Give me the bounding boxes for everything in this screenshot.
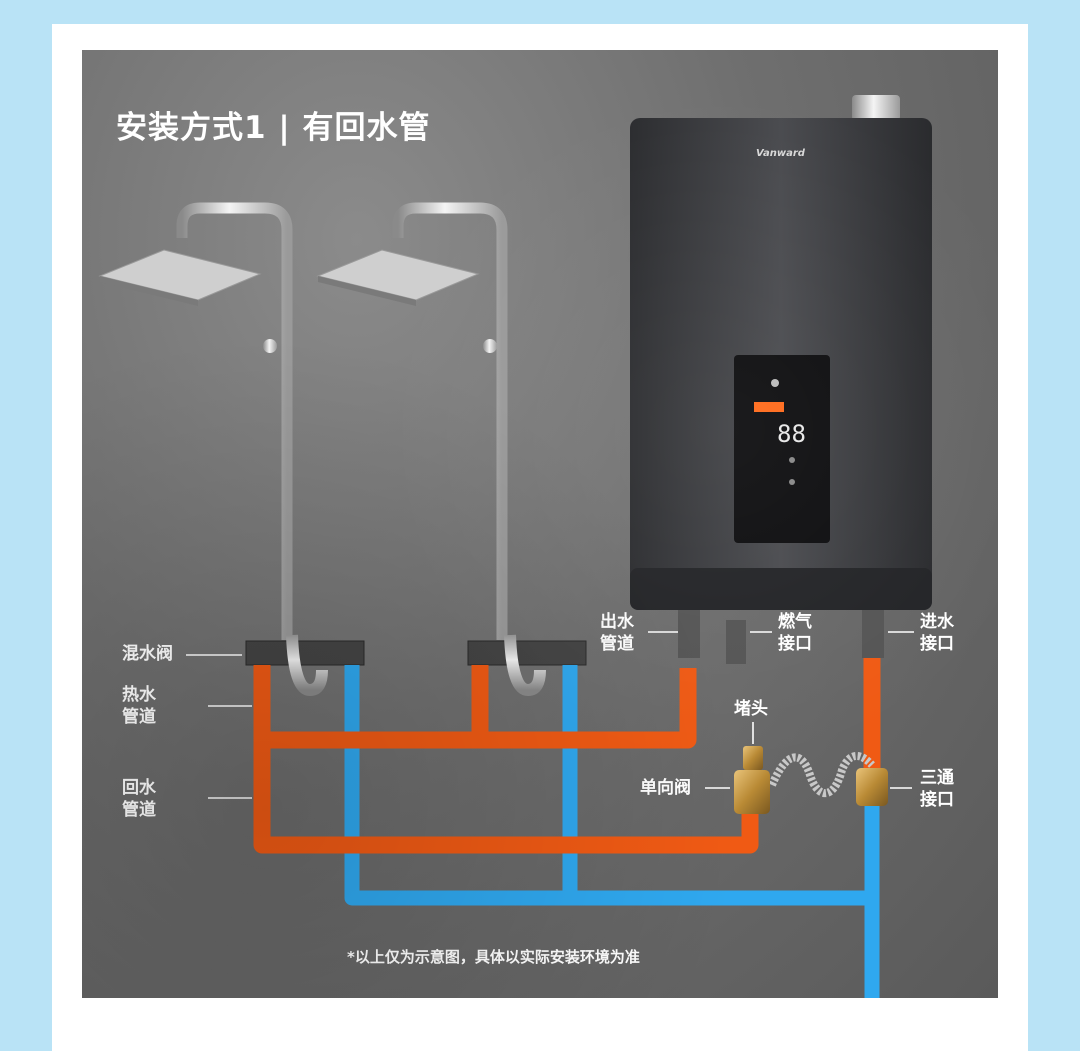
label-line: 热水 <box>122 685 156 705</box>
label-line: 管道 <box>122 800 156 820</box>
heater-flue <box>852 95 900 121</box>
label-line: 管道 <box>600 634 634 654</box>
fittings <box>734 746 888 814</box>
heater-base <box>630 568 932 610</box>
shower-set-1 <box>98 202 365 697</box>
shower-head-edge <box>318 276 416 306</box>
diagram-title: 安装方式1 | 有回水管 <box>116 110 431 146</box>
plug-cap <box>743 746 763 770</box>
inlet-connector <box>862 610 884 658</box>
heater-display-panel <box>734 355 830 543</box>
diagram-graphics: 88 Vanward <box>98 95 932 998</box>
cold-pipe-main <box>344 665 872 906</box>
check-valve <box>734 770 770 814</box>
outlet-connector <box>678 610 700 658</box>
label-inlet-connector: 进水 接口 <box>920 611 954 655</box>
label-hot-pipe: 热水 管道 <box>122 684 156 728</box>
display-indicator <box>754 402 784 412</box>
label-line: 出水 <box>600 612 634 632</box>
label-line: 接口 <box>920 790 954 810</box>
label-plug: 堵头 <box>734 699 768 719</box>
shower-head <box>98 249 262 301</box>
shower-pipe <box>176 202 293 640</box>
label-line: 进水 <box>920 612 954 632</box>
shower-bracket <box>483 339 497 353</box>
leader-lines <box>186 631 914 799</box>
label-outlet-pipe: 出水 管道 <box>600 611 634 655</box>
mixing-valve-2 <box>467 640 587 666</box>
footnote: *以上仅为示意图，具体以实际安装环境为准 <box>347 948 640 966</box>
label-line: 管道 <box>122 707 156 727</box>
water-heater: 88 Vanward <box>630 95 932 664</box>
shower-pipe <box>392 202 508 640</box>
gas-connector <box>726 620 746 664</box>
shower-head <box>316 249 480 301</box>
tee-fitting <box>856 768 888 806</box>
display-button[interactable] <box>789 457 795 463</box>
shower-bracket <box>263 339 277 353</box>
label-tee-connector: 三通 接口 <box>920 767 954 811</box>
label-check-valve: 单向阀 <box>640 778 691 798</box>
display-sensor <box>771 379 779 387</box>
label-gas-connector: 燃气 接口 <box>778 611 812 655</box>
label-line: 三通 <box>920 768 954 788</box>
label-line: 接口 <box>778 634 812 654</box>
display-readout: 88 <box>777 420 806 448</box>
display-button[interactable] <box>789 479 795 485</box>
valve-outlet <box>286 634 328 697</box>
shower-head-edge <box>100 276 198 306</box>
valve-outlet <box>504 634 546 697</box>
label-line: 燃气 <box>778 612 812 632</box>
label-line: 回水 <box>122 778 156 798</box>
label-return-pipe: 回水 管道 <box>122 777 156 821</box>
label-mixing-valve: 混水阀 <box>122 644 173 664</box>
flex-hose <box>768 752 875 798</box>
mixing-valve-1 <box>245 640 365 666</box>
shower-set-2 <box>316 202 587 697</box>
return-pipe <box>253 740 759 854</box>
hot-water-pipes <box>253 658 881 854</box>
label-line: 接口 <box>920 634 954 654</box>
heater-brand-logo: Vanward <box>756 148 806 159</box>
installation-diagram: 88 Vanward <box>82 50 998 998</box>
